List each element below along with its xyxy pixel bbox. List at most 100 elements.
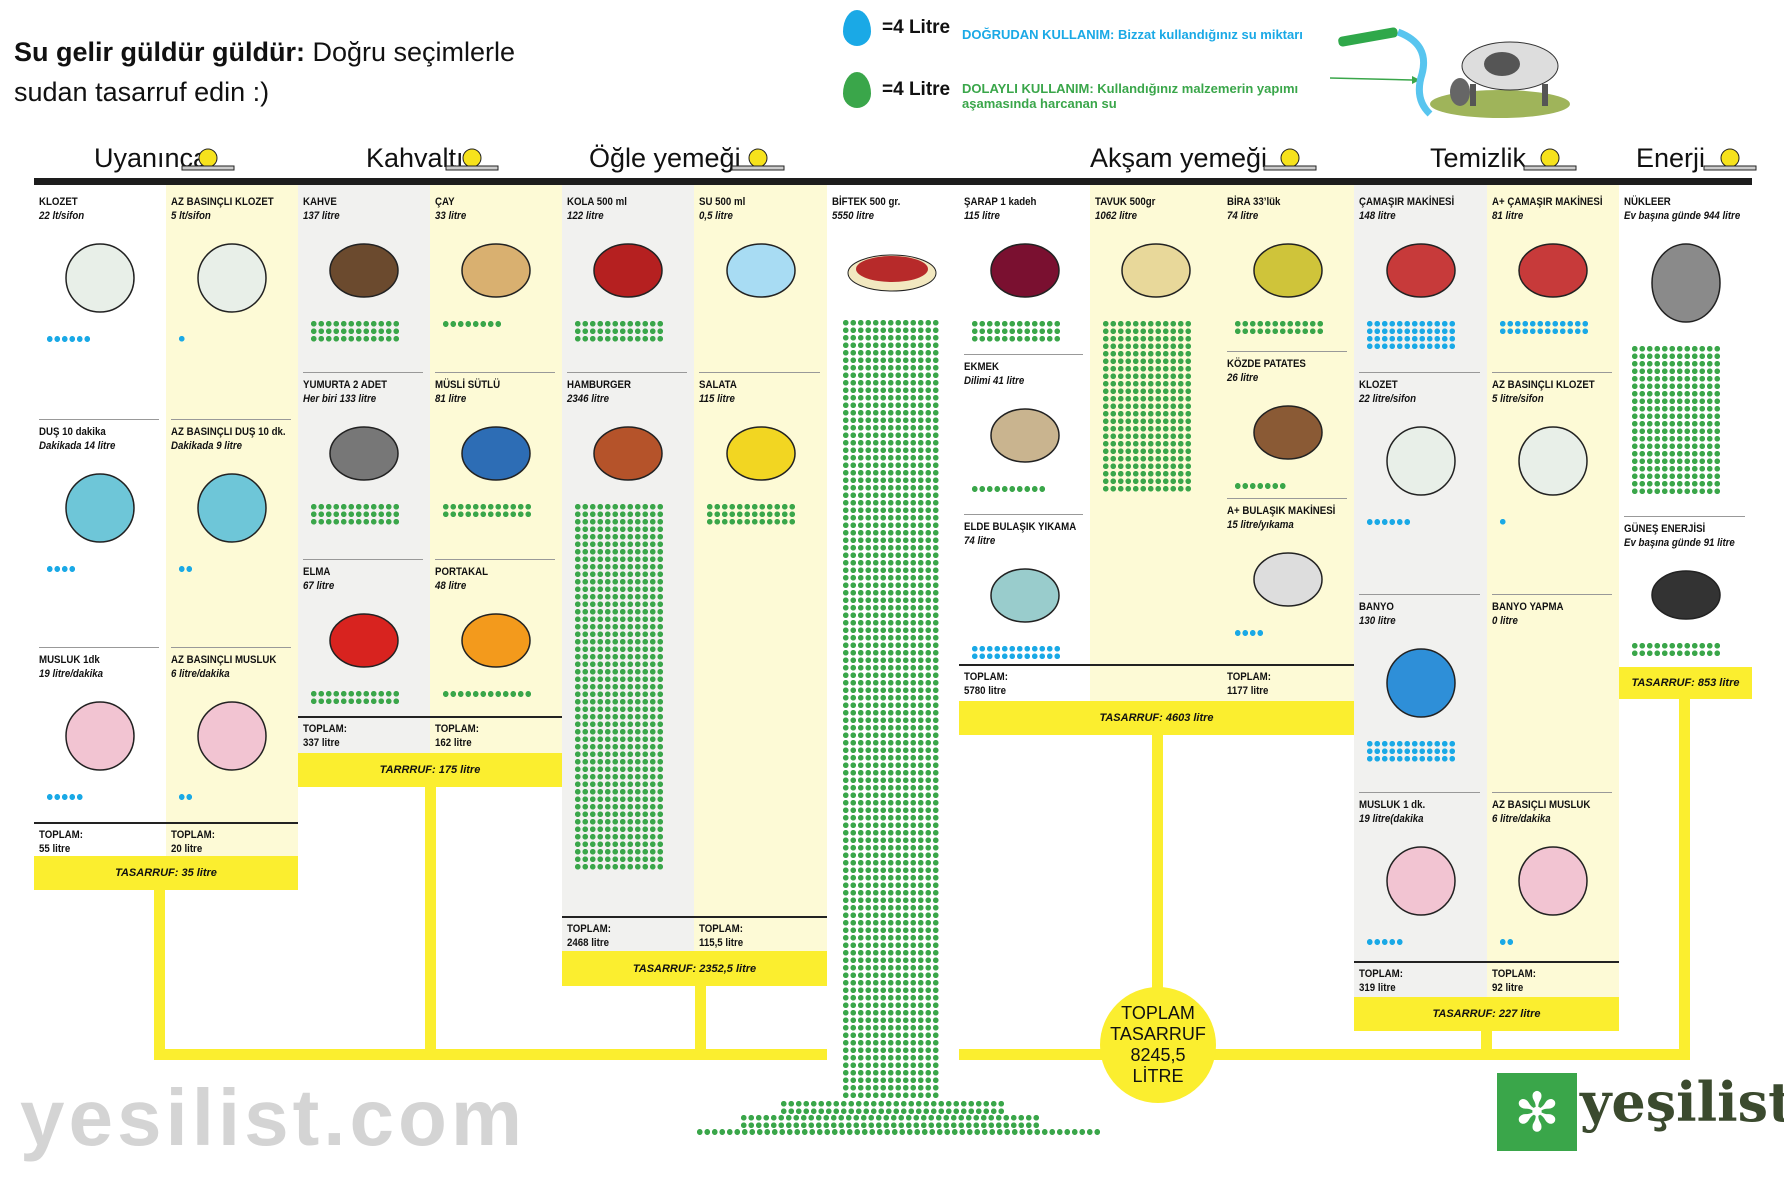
tea-cup-icon <box>440 235 552 305</box>
legend-direct-desc: DOĞRUDAN KULLANIM: Bizzat kullandığınız … <box>962 27 1303 42</box>
item-label: SU 500 ml <box>699 196 746 208</box>
shower-icon <box>44 465 156 550</box>
total-label: TOPLAM: <box>1359 968 1403 980</box>
section-heading: Temizlik <box>1430 143 1527 173</box>
water-drops <box>442 320 502 328</box>
water-drops <box>706 503 796 526</box>
pipe-vertical <box>695 986 706 1060</box>
item-label: GÜNEŞ ENERJİSİ <box>1624 523 1706 535</box>
item-label: BİFTEK 500 gr. <box>832 196 901 208</box>
salad-icon <box>704 418 817 488</box>
pipe-vertical <box>1152 735 1163 990</box>
total-value: 337 litre <box>303 737 340 749</box>
total-label: TOPLAM: <box>1492 968 1536 980</box>
water-drops <box>1234 320 1324 335</box>
page-title: Su gelir güldür güldür: Doğru seçimlerle… <box>14 37 516 107</box>
grand-total-line2: TASARRUF <box>1110 1024 1206 1044</box>
item-label: ŞARAP 1 kadeh <box>964 196 1037 208</box>
item-value: 81 litre <box>1492 210 1524 222</box>
item-label: SALATA <box>699 379 737 391</box>
item-divider <box>1227 351 1347 352</box>
item-divider <box>171 647 291 648</box>
water-drops <box>442 503 532 518</box>
water-stream <box>1396 28 1433 117</box>
item-value: 19 litre(dakika <box>1359 813 1424 825</box>
item-value: Dilimi 41 litre <box>964 375 1025 387</box>
item-value: 74 litre <box>964 535 996 547</box>
pipe-vertical <box>1679 699 1690 1060</box>
item-label: PORTAKAL <box>435 566 489 578</box>
item-label: KOLA 500 ml <box>567 196 627 208</box>
cola-bottle-icon <box>572 235 684 305</box>
water-drops <box>46 565 76 573</box>
total-value: 319 litre <box>1359 982 1396 994</box>
logo-mark-icon: ✻ <box>1497 1073 1577 1151</box>
item-label: ÇAMAŞIR MAKİNESİ <box>1359 196 1455 208</box>
water-drops <box>1366 740 1456 763</box>
item-value: 5550 litre <box>832 210 874 222</box>
arrow-line <box>1330 77 1413 81</box>
bread-icon <box>969 400 1080 470</box>
item-label: EKMEK <box>964 361 999 373</box>
hamburger-icon <box>572 418 684 488</box>
item-divider <box>1492 372 1612 373</box>
kitchen-sink-icon <box>969 560 1080 630</box>
item-value: 1062 litre <box>1095 210 1137 222</box>
section-heading: Öğle yemeği <box>589 143 741 173</box>
item-divider <box>1359 594 1480 595</box>
item-divider <box>1492 792 1612 793</box>
water-drops <box>1499 320 1589 335</box>
total-label: TOPLAM: <box>435 723 479 735</box>
item-label: MÜSLİ SÜTLÜ <box>435 379 501 391</box>
grand-total-value: 8245,5 <box>1130 1045 1186 1065</box>
bubbles-icon <box>1520 140 1580 174</box>
section-heading: Akşam yemeği <box>1090 143 1268 173</box>
toilet-icon <box>176 235 288 320</box>
item-label: YUMURTA 2 ADET <box>303 379 388 391</box>
item-value: 22 litre/sifon <box>1359 393 1417 405</box>
pipe-horizontal-left <box>154 1049 827 1060</box>
item-value: 130 litre <box>1359 615 1396 627</box>
solar-panel-icon <box>1629 562 1742 627</box>
potato-icon <box>1232 397 1344 467</box>
grand-total-line1: TOPLAM <box>1121 1003 1195 1023</box>
item-divider <box>1359 372 1480 373</box>
item-divider <box>39 419 159 420</box>
column-bg <box>827 185 959 320</box>
item-divider <box>964 354 1083 355</box>
item-value: 115 litre <box>699 393 735 405</box>
water-drops <box>1366 938 1404 946</box>
wine-glass-icon <box>969 235 1080 305</box>
item-value: 115 litre <box>964 210 1000 222</box>
water-drops <box>310 320 400 343</box>
water-drops <box>574 503 664 871</box>
water-drops <box>1366 518 1411 526</box>
grand-total-unit: LİTRE <box>1132 1066 1184 1086</box>
item-label: KAHVE <box>303 196 337 208</box>
item-value: 6 litre/dakika <box>1492 813 1551 825</box>
item-label: KLOZET <box>39 196 78 208</box>
water-drops <box>574 320 664 343</box>
sun-high-icon <box>728 140 788 174</box>
item-divider <box>1227 498 1347 499</box>
logo-text: yeşilist <box>1580 1070 1784 1134</box>
section-heading: Enerji <box>1636 143 1706 173</box>
item-divider <box>435 372 555 373</box>
item-divider <box>303 372 423 373</box>
legend-indirect-eq: =4 Litre <box>882 79 951 100</box>
sink-icon <box>44 693 156 778</box>
water-drops <box>178 335 186 343</box>
item-divider <box>1624 516 1745 517</box>
total-rule <box>1354 961 1619 963</box>
toilet-icon <box>44 235 156 320</box>
water-drops <box>1499 518 1507 526</box>
item-label: KÖZDE PATATES <box>1227 358 1306 370</box>
total-value: 115,5 litre <box>699 937 744 949</box>
sun-icon <box>442 140 502 174</box>
water-drops-base <box>696 1128 1102 1136</box>
pipe-vertical <box>425 787 436 1060</box>
item-value: Ev başına günde 944 litre <box>1624 210 1741 222</box>
total-value: 55 litre <box>39 843 71 855</box>
item-label: DUŞ 10 dakika <box>39 426 106 438</box>
item-divider <box>1359 792 1480 793</box>
